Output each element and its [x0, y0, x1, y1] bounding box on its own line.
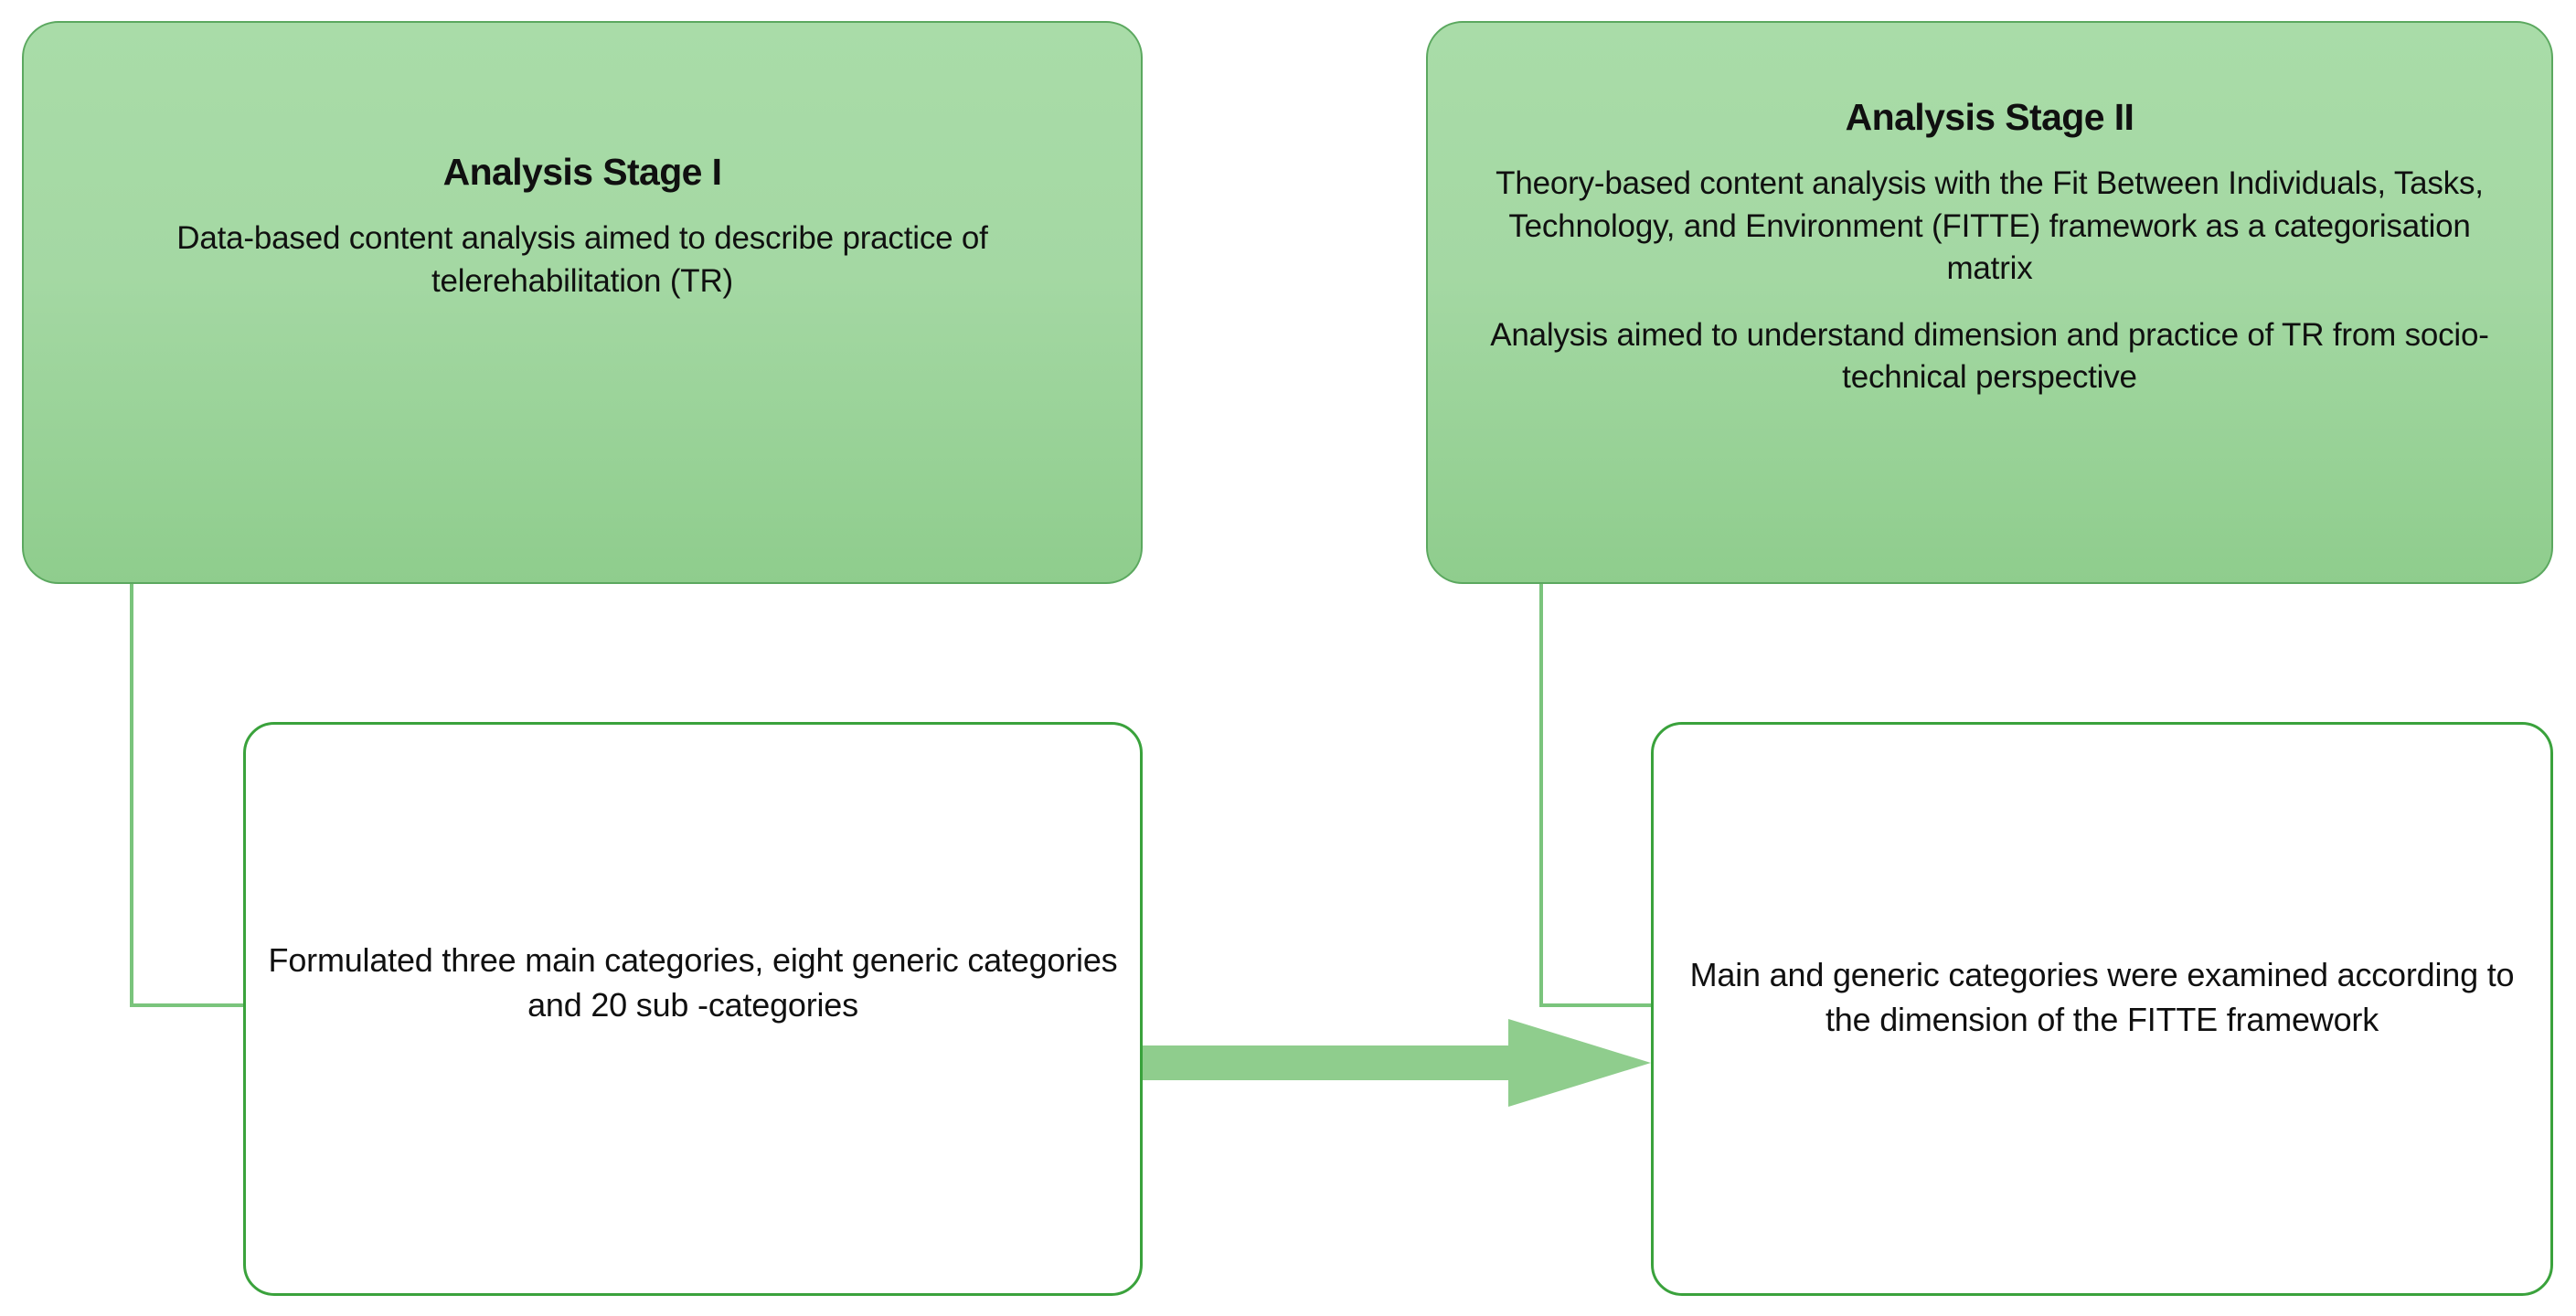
stage-2-result-box: Main and generic categories were examine… [1651, 722, 2553, 1296]
stage-1-result-text: Formulated three main categories, eight … [268, 941, 1118, 1024]
stage-2-paragraph-1: Theory-based content analysis with the F… [1496, 165, 2484, 287]
stage-1-box: Analysis Stage I Data-based content anal… [22, 21, 1143, 584]
stage-2-title: Analysis Stage II [1845, 96, 2134, 138]
connector-stage1-to-result1 [130, 584, 243, 1007]
stage-2-paragraph-2: Analysis aimed to understand dimension a… [1490, 316, 2489, 396]
stage-1-paragraph-1: Data-based content analysis aimed to des… [176, 220, 988, 299]
flow-arrow-right-icon [1143, 1019, 1651, 1107]
stage-1-result-box: Formulated three main categories, eight … [243, 722, 1143, 1296]
connector-stage2-to-result2 [1539, 584, 1651, 1007]
arrow-shape [1143, 1019, 1651, 1107]
stage-2-box: Analysis Stage II Theory-based content a… [1426, 21, 2553, 584]
stage-1-title: Analysis Stage I [442, 151, 722, 193]
stage-2-result-text: Main and generic categories were examine… [1689, 956, 2515, 1038]
